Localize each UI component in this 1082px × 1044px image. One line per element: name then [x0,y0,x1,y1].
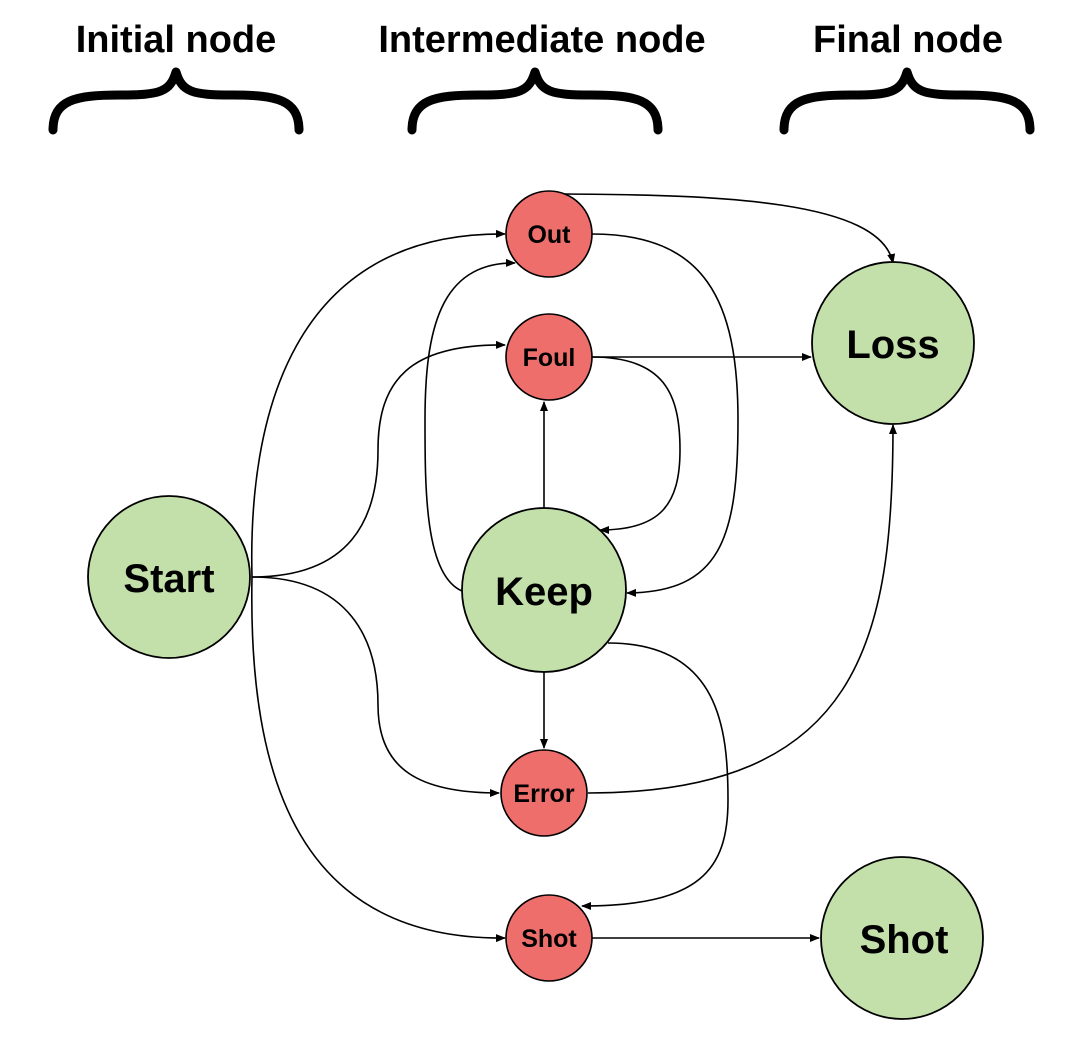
brace-intermediate [407,67,663,135]
node-start-circle [87,495,251,659]
edge-foul-keep [591,356,681,534]
header-intermediate: Intermediate node [378,19,705,61]
node-loss-label: Loss [846,323,939,367]
node-shot-mid-label: Shot [521,925,577,953]
node-out-circle [505,190,593,278]
node-start-label: Start [123,557,214,601]
node-foul-circle [505,313,593,401]
node-keep: Keep [461,507,627,673]
edge-keep-shot [581,642,729,910]
edges [250,193,897,943]
edge-out-keep [591,233,739,597]
node-shot-mid: Shot [505,894,593,982]
brace-final [779,67,1035,135]
edge-start-out [250,229,506,578]
header-initial: Initial node [76,19,277,61]
node-error-circle [500,749,588,837]
node-loss: Loss [811,261,975,425]
edge-error-loss [587,424,897,794]
node-error-label: Error [513,780,574,808]
edge-start-foul [251,340,506,578]
node-start: Start [87,495,251,659]
node-shot-final-circle [820,856,984,1020]
node-loss-circle [811,261,975,425]
node-error: Error [500,749,588,837]
node-keep-label: Keep [495,570,593,614]
edge-out-loss [564,193,896,264]
node-out-label: Out [527,221,571,249]
node-shot-final: Shot [820,856,984,1020]
node-foul: Foul [505,313,593,401]
node-foul-label: Foul [523,344,576,372]
node-shot-final-label: Shot [860,918,949,962]
brace-initial [48,67,304,135]
edge-start-error [251,576,500,797]
edge-start-shot [250,576,506,943]
node-shot-mid-circle [505,894,593,982]
node-keep-circle [461,507,627,673]
edge-keep-out [424,258,516,592]
node-out: Out [505,190,593,278]
header-final: Final node [813,19,1003,61]
